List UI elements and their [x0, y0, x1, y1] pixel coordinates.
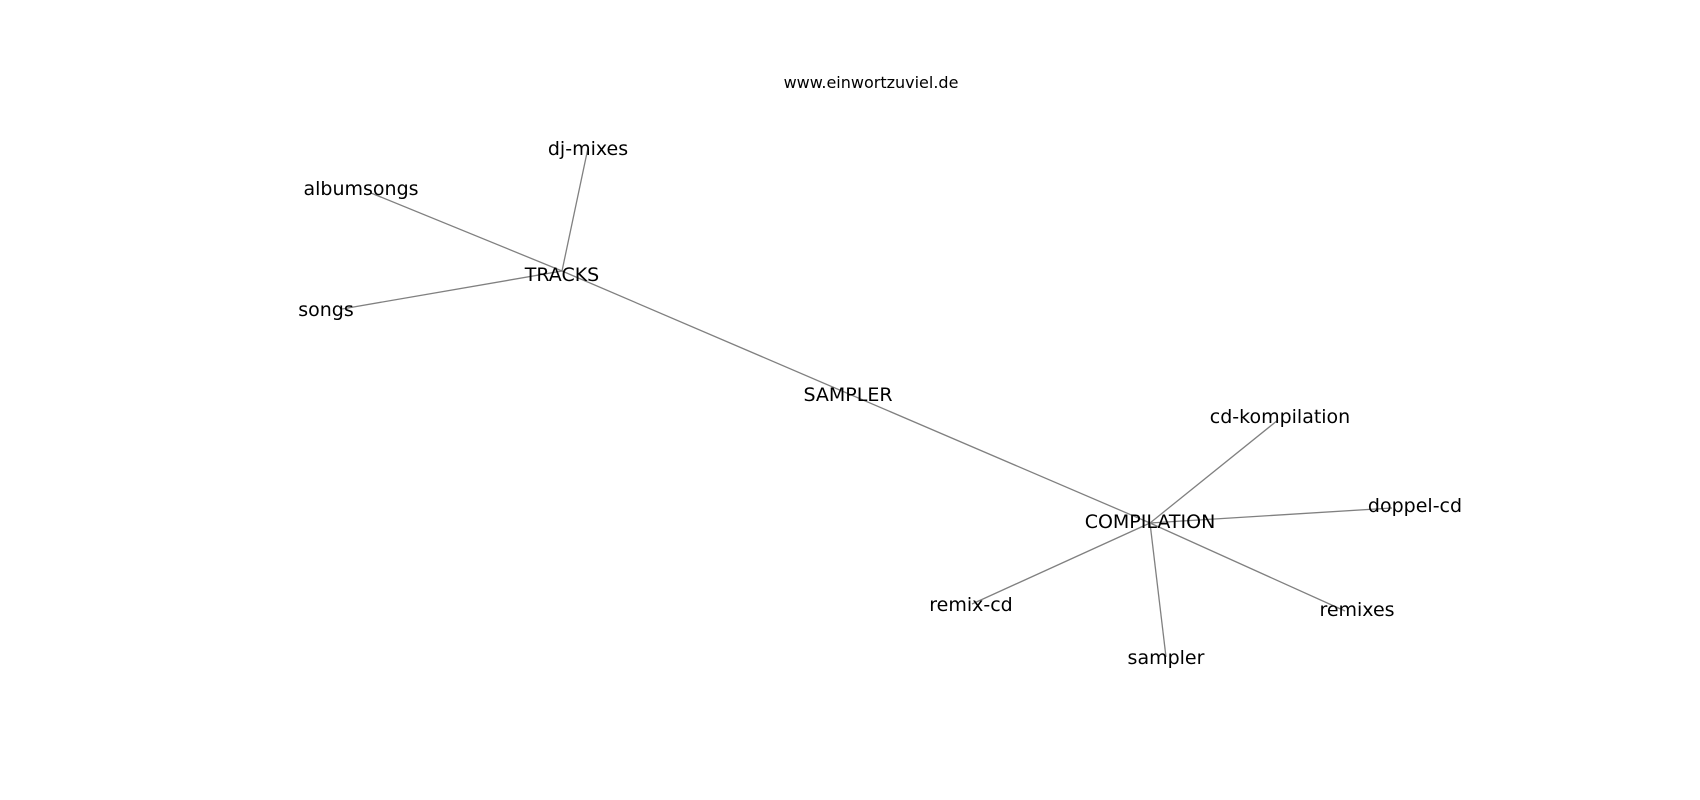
edge-compilation-cd-kompilation: [1149, 419, 1279, 524]
node-songs: songs: [298, 299, 354, 321]
edge-compilation-remixes: [1149, 522, 1346, 612]
node-cd-kompilation: cd-kompilation: [1210, 406, 1350, 428]
edge-tracks-compilation: [561, 270, 1151, 524]
node-dj-mixes: dj-mixes: [548, 138, 628, 160]
edge-tracks-songs: [341, 270, 563, 310]
edge-compilation-remix-cd: [971, 522, 1151, 605]
site-label: www.einwortzuviel.de: [784, 73, 959, 92]
nodes-layer: SAMPLER TRACKS COMPILATION dj-mixes albumson…: [298, 138, 1462, 669]
node-remix-cd: remix-cd: [929, 594, 1012, 616]
node-sampler-hub: SAMPLER: [803, 384, 892, 406]
edge-compilation-doppel-cd: [1149, 507, 1393, 524]
node-remixes: remixes: [1319, 599, 1394, 621]
node-doppel-cd: doppel-cd: [1368, 495, 1462, 517]
edge-tracks-albumsongs: [370, 192, 563, 272]
edges-layer: [341, 147, 1393, 658]
node-sampler-leaf: sampler: [1128, 647, 1205, 669]
edge-tracks-dj-mixes: [561, 147, 589, 272]
node-tracks: TRACKS: [524, 264, 600, 286]
node-compilation: COMPILATION: [1085, 511, 1216, 533]
edge-compilation-sampler-leaf: [1149, 522, 1167, 658]
node-albumsongs: albumsongs: [303, 178, 418, 200]
